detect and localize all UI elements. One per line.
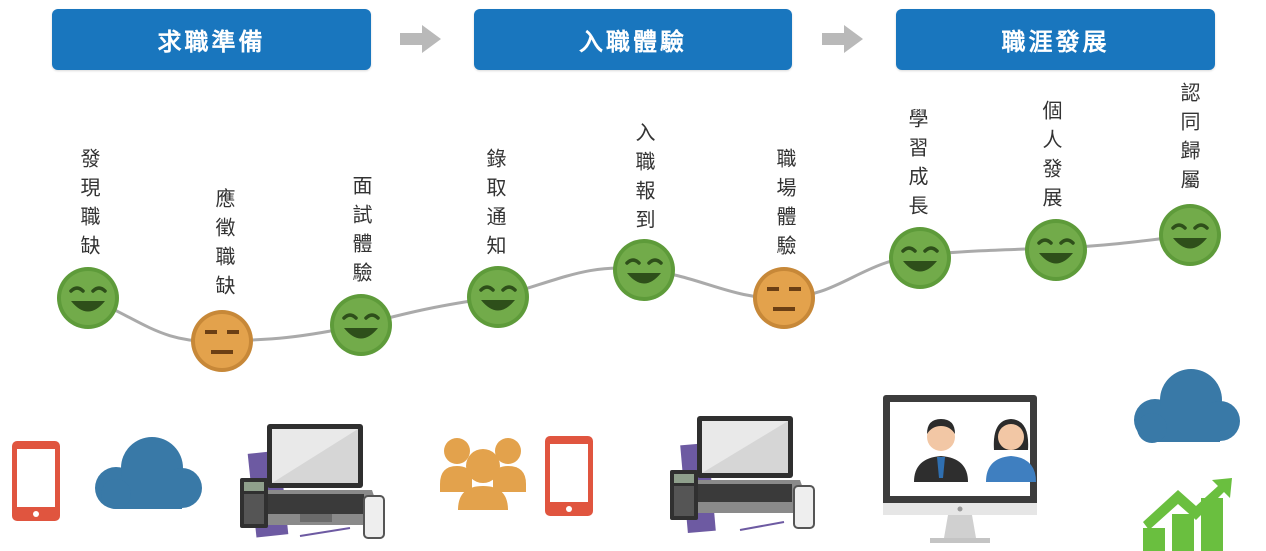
neutral-face-icon [753,267,815,329]
cloud-icon [1134,369,1240,443]
cloud-icon [95,437,202,509]
happy-face-icon [467,266,529,328]
step-label-apply: 應徵職缺 [212,188,236,304]
phase-career-dev: 職涯發展 [896,9,1215,70]
happy-face-icon [57,267,119,329]
arrow-right-icon [822,25,863,53]
step-label-belonging: 認同歸屬 [1177,82,1201,198]
happy-face-icon [613,239,675,301]
phase-label: 職涯發展 [1001,28,1110,56]
step-label-offer: 錄取通知 [483,148,507,264]
happy-face-icon [1159,204,1221,266]
happy-face-icon [889,227,951,289]
step-label-workplace: 職場體驗 [773,148,797,264]
phase-label: 求職準備 [157,28,266,56]
step-label-discover: 發現職缺 [77,148,101,264]
step-label-onboard: 入職報到 [632,122,656,238]
step-label-personal-dev: 個人發展 [1039,100,1063,216]
people-group-icon [440,438,526,510]
step-label-interview: 面試體驗 [349,175,373,291]
phone-icon [545,436,593,516]
laptop-workspace-icon [670,416,815,534]
phase-job-prep: 求職準備 [52,9,371,70]
video-call-monitor-icon [883,395,1037,543]
phase-onboarding: 入職體驗 [474,9,792,70]
happy-face-icon [1025,219,1087,281]
phase-label: 入職體驗 [579,28,687,56]
step-label-learning: 學習成長 [905,108,929,224]
laptop-workspace-icon [240,424,385,539]
neutral-face-icon [191,310,253,372]
phone-icon [12,441,60,521]
growth-chart-icon [1143,478,1232,551]
happy-face-icon [330,294,392,356]
arrow-right-icon [400,25,441,53]
